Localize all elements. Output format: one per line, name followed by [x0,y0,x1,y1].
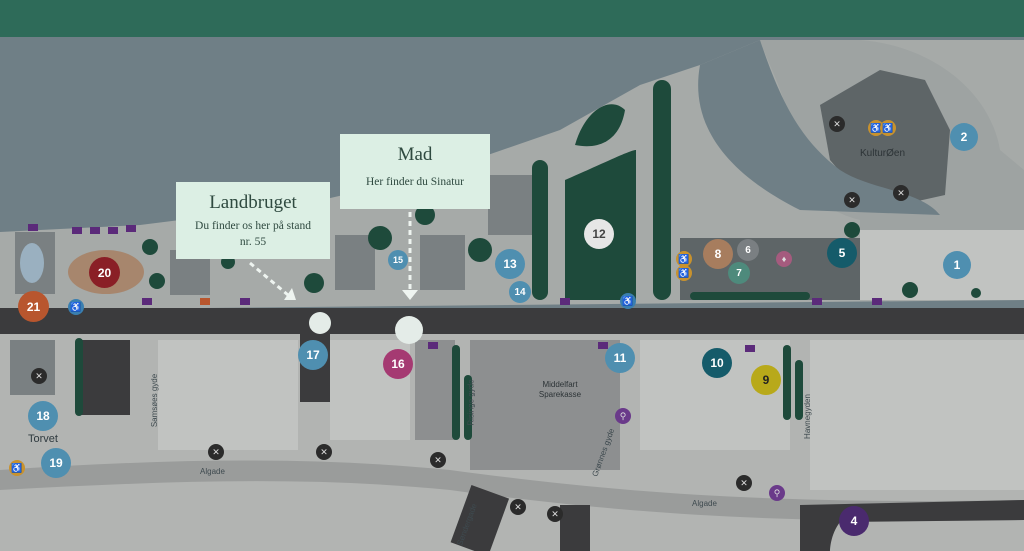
toilet-icon: ♿ [880,120,896,136]
restaurant-icon: ✕ [510,499,526,515]
location-dot-landbruget [309,312,331,334]
restaurant-icon: ✕ [829,116,845,132]
stand-marker [598,342,608,349]
top-bar [0,0,1024,37]
map-marker-1[interactable]: 1 [943,251,971,279]
bicycle-icon: ⚲ [769,485,785,501]
map-marker-5[interactable]: 5 [827,238,857,268]
map-marker-2[interactable]: 2 [950,123,978,151]
map-marker-19[interactable]: 19 [41,448,71,478]
kulturoen-building [820,70,950,205]
stand-marker [72,227,82,234]
callout-landbruget: Landbruget Du finder os her på stand nr.… [176,182,330,259]
restaurant-icon: ✕ [547,506,563,522]
stand-marker [200,298,210,305]
stand-marker [560,298,570,305]
street-algade-east: Algade [692,499,717,508]
torvet-label: Torvet [28,433,58,445]
map-marker-21[interactable]: 21 [18,291,49,322]
street-risinge-gyde: Risinge gyde [466,379,476,426]
street-algade-west: Algade [200,467,225,476]
toilet-icon: ♿ [676,265,692,281]
toilet-icon: ♿ [9,460,25,476]
map-marker-7[interactable]: 7 [728,262,750,284]
stand-marker [142,298,152,305]
wheelchair-icon: ♿ [620,293,636,309]
stand-marker [812,298,822,305]
map-marker-13[interactable]: 13 [495,249,525,279]
stand-marker [428,342,438,349]
map-marker-6[interactable]: 6 [737,239,759,261]
bicycle-icon: ⚲ [615,408,631,424]
restaurant-icon: ✕ [31,368,47,384]
map-marker-8[interactable]: 8 [703,239,733,269]
stand-marker [108,227,118,234]
stand-marker [126,225,136,232]
wheelchair-icon: ♿ [68,299,84,315]
location-dot-mad [395,316,423,344]
restaurant-icon: ✕ [844,192,860,208]
map-marker-20[interactable]: 20 [89,257,120,288]
callout-mad-text: Her finder du Sinatur [365,176,465,188]
map-marker-12[interactable]: 12 [584,219,614,249]
restaurant-icon: ✕ [316,444,332,460]
restaurant-icon: ✕ [430,452,446,468]
map-marker-4[interactable]: 4 [839,506,869,536]
toilet-icon: ♿ [676,251,692,267]
map-marker-16[interactable]: 16 [383,349,413,379]
restaurant-icon: ✕ [736,475,752,491]
restaurant-icon: ✕ [208,444,224,460]
stand-marker [745,345,755,352]
stand-marker [240,298,250,305]
map-marker-10[interactable]: 10 [702,348,732,378]
stand-marker [872,298,882,305]
middelfart-sparekasse-label: Middelfart Sparekasse [538,380,582,399]
callout-landbruget-title: Landbruget [209,192,297,213]
map-marker-17[interactable]: 17 [298,340,328,370]
restaurant-icon: ✕ [893,185,909,201]
kulturoen-label: KulturØen [860,148,906,159]
street-havnegyden: Havnegyden [802,394,812,439]
map-marker-11[interactable]: 11 [605,343,635,373]
map-marker-9[interactable]: 9 [751,365,781,395]
callout-mad: Mad Her finder du Sinatur [340,134,490,209]
map-marker-15[interactable]: 15 [388,250,408,270]
callout-landbruget-text: Du finder os her på stand nr. 55 [195,220,311,248]
main-road [0,308,1024,334]
map-marker-14[interactable]: 14 [509,281,531,303]
map-marker-18[interactable]: 18 [28,401,58,431]
callout-mad-title: Mad [397,144,433,165]
kids-area-icon: ♦ [776,251,792,267]
street-samsoes-gyde: Samsøes gyde [150,373,160,428]
stand-marker [90,227,100,234]
stand-marker [28,224,38,231]
